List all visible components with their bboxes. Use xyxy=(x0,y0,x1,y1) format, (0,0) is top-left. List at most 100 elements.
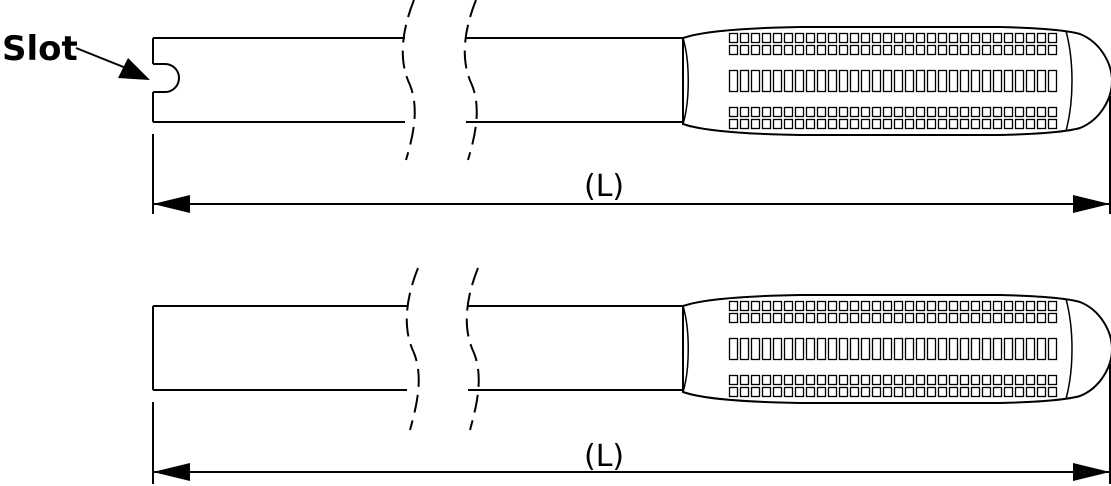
knurl-cell xyxy=(871,300,882,312)
knurl-cell xyxy=(816,44,827,56)
top-handle xyxy=(682,26,1111,136)
knurl-cell xyxy=(1025,44,1036,56)
knurl-cell xyxy=(761,386,772,398)
knurl-cell xyxy=(1025,312,1036,324)
knurl-cell xyxy=(1047,386,1058,398)
top-tool xyxy=(152,0,1111,161)
knurl-cell xyxy=(728,386,739,398)
knurl-cell xyxy=(937,300,948,312)
slot-callout: Slot xyxy=(2,29,150,80)
knurl-cell xyxy=(750,374,761,386)
knurl-cell xyxy=(904,106,915,118)
knurl-cell xyxy=(937,312,948,324)
knurl-cell xyxy=(904,374,915,386)
knurl-cell xyxy=(1047,44,1058,56)
knurl-cell xyxy=(970,44,981,56)
knurl-cell xyxy=(937,32,948,44)
knurl-cell xyxy=(926,118,937,130)
knurl-cell xyxy=(1003,32,1014,44)
knurl-cell xyxy=(805,300,816,312)
knurl-cell xyxy=(739,337,750,361)
knurl-cell xyxy=(904,300,915,312)
knurl-cell xyxy=(827,118,838,130)
knurl-cell xyxy=(882,312,893,324)
knurl-cell xyxy=(882,118,893,130)
knurl-cell xyxy=(904,69,915,93)
knurl-cell xyxy=(838,374,849,386)
knurl-cell xyxy=(992,312,1003,324)
knurl-cell xyxy=(959,32,970,44)
knurl-cell xyxy=(739,44,750,56)
knurl-cell xyxy=(783,374,794,386)
knurl-cell xyxy=(816,106,827,118)
knurl-cell xyxy=(816,374,827,386)
knurl-cell xyxy=(970,118,981,130)
knurl-cell xyxy=(893,69,904,93)
knurl-cell xyxy=(860,32,871,44)
knurl-cell xyxy=(948,118,959,130)
knurl-cell xyxy=(849,374,860,386)
knurl-cell xyxy=(783,312,794,324)
bottom-tool xyxy=(152,267,1111,431)
knurl-cell xyxy=(750,386,761,398)
knurl-cell xyxy=(860,118,871,130)
knurl-cell xyxy=(794,69,805,93)
knurl-cell xyxy=(981,300,992,312)
knurl-cell xyxy=(1025,69,1036,93)
knurl-cell xyxy=(893,312,904,324)
knurl-cell xyxy=(739,69,750,93)
knurl-cell xyxy=(794,374,805,386)
top-dimension: (L) xyxy=(152,96,1111,214)
knurl-cell xyxy=(915,374,926,386)
knurl-cell xyxy=(981,374,992,386)
bottom-dimension: (L) xyxy=(152,364,1111,484)
knurl-cell xyxy=(959,106,970,118)
knurl-cell xyxy=(948,386,959,398)
knurl-cell xyxy=(871,69,882,93)
knurl-cell xyxy=(838,106,849,118)
knurl-cell xyxy=(915,106,926,118)
knurl-cell xyxy=(1025,374,1036,386)
knurl-cell xyxy=(838,69,849,93)
knurl-cell xyxy=(761,337,772,361)
knurl-cell xyxy=(838,337,849,361)
knurl-cell xyxy=(728,44,739,56)
knurl-cell xyxy=(981,312,992,324)
knurl-cell xyxy=(827,374,838,386)
knurl-cell xyxy=(772,386,783,398)
knurl-cell xyxy=(827,69,838,93)
knurl-cell xyxy=(739,32,750,44)
knurl-cell xyxy=(728,337,739,361)
knurl-cell xyxy=(761,106,772,118)
knurl-cell xyxy=(783,106,794,118)
knurl-cell xyxy=(981,106,992,118)
knurl-cell xyxy=(849,118,860,130)
knurl-cell xyxy=(772,106,783,118)
knurl-cell xyxy=(838,386,849,398)
knurl-cell xyxy=(783,337,794,361)
knurl-cell xyxy=(761,32,772,44)
knurl-cell xyxy=(860,312,871,324)
knurl-cell xyxy=(1047,300,1058,312)
knurl-cell xyxy=(805,69,816,93)
knurl-cell xyxy=(772,32,783,44)
knurl-cell xyxy=(761,69,772,93)
knurl-cell xyxy=(827,300,838,312)
knurl-cell xyxy=(761,300,772,312)
knurl-cell xyxy=(772,337,783,361)
knurl-cell xyxy=(1014,300,1025,312)
knurl-cell xyxy=(750,300,761,312)
knurl-cell xyxy=(728,312,739,324)
knurl-cell xyxy=(816,32,827,44)
knurl-cell xyxy=(838,44,849,56)
knurl-cell xyxy=(849,300,860,312)
knurl-cell xyxy=(1036,118,1047,130)
knurl-cell xyxy=(893,337,904,361)
top-dimension-arrow-left xyxy=(153,195,190,213)
knurl-cell xyxy=(882,374,893,386)
knurl-cell xyxy=(728,106,739,118)
knurl-cell xyxy=(794,44,805,56)
knurl-cell xyxy=(1036,44,1047,56)
knurl-cell xyxy=(1014,118,1025,130)
knurl-cell xyxy=(1014,44,1025,56)
